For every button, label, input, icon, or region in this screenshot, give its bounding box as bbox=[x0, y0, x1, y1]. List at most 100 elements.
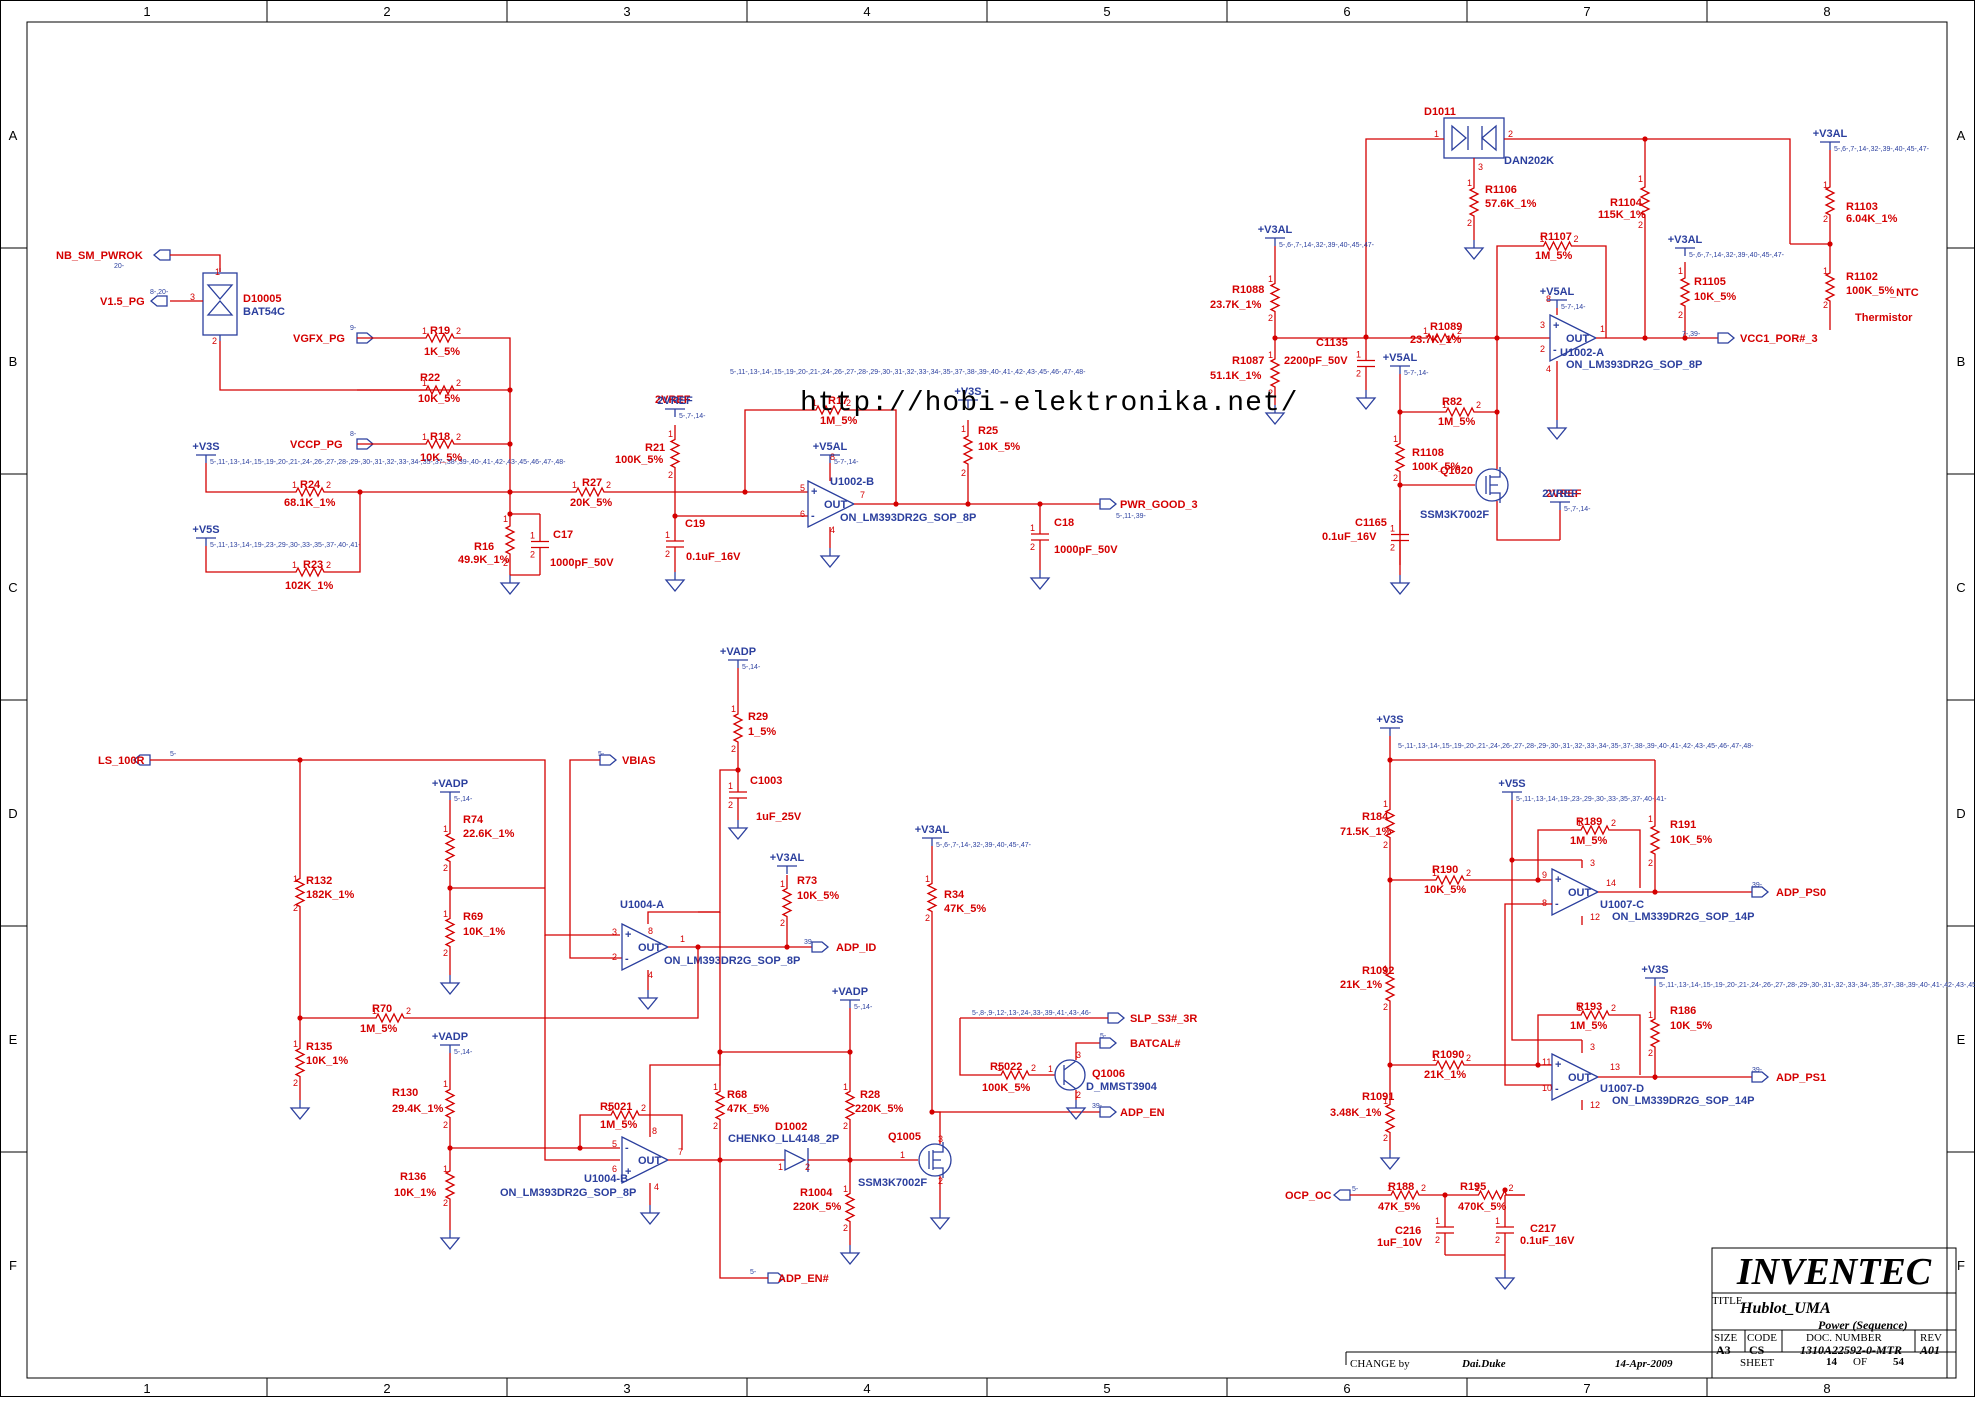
resistor-symbol bbox=[1420, 874, 1480, 886]
c18v-label: 1000pF_50V bbox=[1054, 544, 1118, 556]
vadp-rail-label: +VADP bbox=[720, 646, 756, 658]
v5s-top-xref: 5-,11-,13-,14-,19-,23-,29-,30-,33-,35-,3… bbox=[210, 542, 361, 549]
v5al-rail-label: +V5AL bbox=[1383, 352, 1418, 364]
ls-100r-label: LS_100R bbox=[98, 755, 145, 767]
pin-number: 1 bbox=[780, 879, 785, 889]
wire bbox=[569, 759, 622, 959]
output-label: OUT bbox=[638, 942, 662, 954]
pin-number: 1 bbox=[1648, 1010, 1653, 1020]
of-label: OF bbox=[1853, 1356, 1868, 1368]
wire bbox=[959, 1018, 990, 1076]
power-rail-symbol bbox=[196, 454, 216, 463]
wire bbox=[1511, 800, 1582, 1041]
pin-number: 2 bbox=[641, 1103, 646, 1113]
pin-number: 2 bbox=[443, 1120, 448, 1130]
pin-number: 2 bbox=[1268, 313, 1273, 323]
pin-number: 1 bbox=[1442, 400, 1447, 410]
pin-number: 1 bbox=[572, 480, 577, 490]
c17-label: C17 bbox=[553, 529, 573, 541]
r132v-label: 182K_1% bbox=[306, 889, 355, 901]
junction-dot bbox=[847, 1049, 853, 1055]
offpage-connector bbox=[1332, 1189, 1351, 1201]
v5s-rail-label: +V5S bbox=[192, 524, 219, 536]
r25v-label: 10K_5% bbox=[978, 441, 1020, 453]
pin-number: 6 bbox=[800, 509, 805, 519]
ground-symbol bbox=[1355, 390, 1377, 411]
ground-symbol bbox=[637, 990, 659, 1011]
r1004-label: R1004 bbox=[800, 1187, 833, 1199]
junction-dot bbox=[742, 489, 748, 495]
vref2-rail-label: 2VREF bbox=[1542, 488, 1578, 500]
pin-number: 2 bbox=[1383, 1002, 1388, 1012]
r1108-label: R1108 bbox=[1412, 447, 1444, 459]
input-sign: + bbox=[1555, 874, 1561, 886]
v15-pg-label: V1.5_PG bbox=[100, 296, 145, 308]
power-rail-symbol bbox=[1675, 247, 1695, 256]
r1107v-label: 1M_5% bbox=[1535, 250, 1573, 262]
vadp-rail-label: +VADP bbox=[832, 986, 868, 998]
offpage-connector bbox=[1099, 1106, 1118, 1118]
nb-sm-pwrok-label: NB_SM_PWROK bbox=[56, 250, 143, 262]
pin-number: 2 bbox=[805, 1162, 810, 1172]
c18-label: C18 bbox=[1054, 517, 1074, 529]
pwr-good-label: PWR_GOOD_3 bbox=[1120, 499, 1198, 511]
r18v-label: 10K_5% bbox=[420, 452, 462, 464]
vccp-pg-xref: 8- bbox=[350, 431, 357, 438]
wire bbox=[205, 546, 280, 573]
pin-number: 1 bbox=[1432, 868, 1437, 878]
pin-number: 1 bbox=[843, 1082, 848, 1092]
ntc-label: _NTC bbox=[1889, 287, 1919, 299]
r74-label: R74 bbox=[463, 814, 484, 826]
rev-label: REV bbox=[1920, 1332, 1942, 1344]
lm393-label: ON_LM393DR2G_SOP_8P bbox=[664, 955, 800, 967]
v3s-top-xref: 5-,11-,13-,14-,15-,19-,20-,21-,24-,26-,2… bbox=[210, 459, 566, 466]
pin-number: 1 bbox=[1475, 1183, 1480, 1193]
resistor-symbol bbox=[1420, 1059, 1480, 1071]
capacitor-symbol bbox=[1436, 1205, 1454, 1255]
watermark-url: http://hobi-elektronika.net/ bbox=[800, 388, 1299, 419]
c1135-label: C1135 bbox=[1316, 337, 1348, 349]
output-label: OUT bbox=[1568, 887, 1592, 899]
r21v-label: 100K_5% bbox=[615, 454, 664, 466]
zone-column-label: 2 bbox=[383, 1381, 390, 1396]
pin-number: 2 bbox=[293, 903, 298, 913]
pin-number: 2 bbox=[1421, 1183, 1426, 1193]
pin-number: 1 bbox=[778, 1162, 783, 1172]
offpage-connector bbox=[152, 249, 171, 261]
resistor-symbol bbox=[1525, 240, 1590, 252]
r28-label: R28 bbox=[860, 1089, 880, 1101]
capacitor-symbol bbox=[729, 770, 747, 820]
pin-number: 2 bbox=[1393, 473, 1398, 483]
pin-number: 2 bbox=[1823, 300, 1828, 310]
wire bbox=[1504, 138, 1791, 244]
resistor-symbol bbox=[990, 1069, 1040, 1081]
pin-number: 7 bbox=[678, 1147, 683, 1157]
c217v-label: 0.1uF_16V bbox=[1520, 1235, 1575, 1247]
zone-row-label: C bbox=[8, 580, 17, 595]
c1165-label: C1165 bbox=[1355, 517, 1387, 529]
r193v-label: 1M_5% bbox=[1570, 1020, 1608, 1032]
ground-symbol bbox=[439, 975, 461, 996]
pin-number: 4 bbox=[830, 525, 835, 535]
resistor-symbol bbox=[1384, 795, 1396, 852]
wire bbox=[719, 1160, 750, 1279]
r1087v-label: 51.1K_1% bbox=[1210, 370, 1262, 382]
lm339-label: ON_LM339DR2G_SOP_14P bbox=[1612, 1095, 1754, 1107]
dual-diode-symbol bbox=[206, 268, 234, 341]
v3al-rail-label: +V3AL bbox=[915, 824, 950, 836]
r130v-label: 29.4K_1% bbox=[392, 1103, 444, 1115]
pin-number: 2 bbox=[1466, 1053, 1471, 1063]
code-value: CS bbox=[1749, 1343, 1765, 1357]
r1090-label: R1090 bbox=[1432, 1049, 1464, 1061]
resistor-symbol bbox=[1468, 174, 1480, 230]
zone-column-label: 2 bbox=[383, 4, 390, 19]
pin-number: 1 bbox=[1434, 129, 1439, 139]
r5021v-label: 1M_5% bbox=[600, 1119, 638, 1131]
r1108v-label: 100K_5% bbox=[1412, 461, 1461, 473]
zone-row-label: C bbox=[1956, 580, 1965, 595]
resistor-symbol bbox=[294, 1035, 306, 1090]
pin-number: 1 bbox=[292, 480, 297, 490]
zone-column-label: 7 bbox=[1583, 4, 1590, 19]
